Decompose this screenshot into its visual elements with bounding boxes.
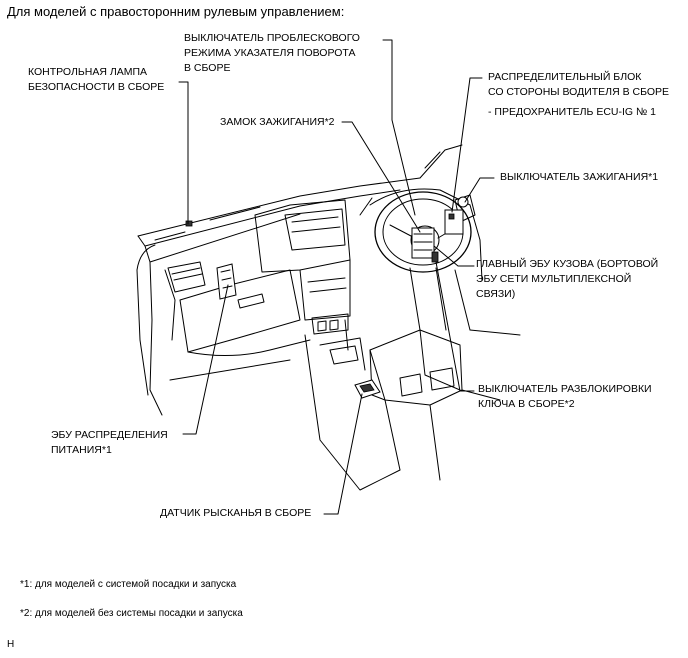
- unlock-switch-label: ВЫКЛЮЧАТЕЛЬ РАЗБЛОКИРОВКИ КЛЮЧА В СБОРЕ*…: [478, 383, 652, 410]
- main-body-ecu-label: ГЛАВНЫЙ ЭБУ КУЗОВА (БОРТОВОЙ ЭБУ СЕТИ МУ…: [476, 258, 659, 300]
- ignition-lock-label: ЗАМОК ЗАЖИГАНИЯ*2: [220, 116, 335, 128]
- hazard-switch-label: ВЫКЛЮЧАТЕЛЬ ПРОБЛЕСКОВОГО РЕЖИМА УКАЗАТЕ…: [184, 32, 360, 74]
- footnote-2: *2: для моделей без системы посадки и за…: [20, 608, 243, 619]
- leader-power-ecu: [182, 284, 229, 435]
- security-lamp-label: КОНТРОЛЬНАЯ ЛАМПА БЕЗОПАСНОСТИ В СБОРЕ: [28, 66, 165, 93]
- ignition-switch-label: ВЫКЛЮЧАТЕЛЬ ЗАЖИГАНИЯ*1: [500, 171, 659, 183]
- security-lamp-part: [185, 220, 193, 227]
- leader-security-lamp: [178, 81, 189, 225]
- leader-unlock-switch: [435, 261, 475, 392]
- power-ecu-label: ЭБУ РАСПРЕДЕЛЕНИЯ ПИТАНИЯ*1: [51, 429, 168, 456]
- yaw-sensor-label: ДАТЧИК РЫСКАНЬЯ В СБОРЕ: [160, 507, 312, 519]
- fuse-label: - ПРЕДОХРАНИТЕЛЬ ECU-IG № 1: [488, 106, 657, 118]
- leader-junction-block: [451, 77, 483, 213]
- figure-code: H: [7, 639, 15, 650]
- leader-hazard-switch: [382, 39, 416, 216]
- page-title: Для моделей с правосторонним рулевым упр…: [7, 4, 345, 19]
- leader-main-body-ecu: [433, 245, 475, 267]
- leader-ignition-lock: [341, 121, 421, 233]
- junction-block-label: РАСПРЕДЕЛИТЕЛЬНЫЙ БЛОК СО СТОРОНЫ ВОДИТЕ…: [488, 71, 670, 98]
- leader-ignition-switch: [464, 177, 495, 203]
- footnote-1: *1: для моделей с системой посадки и зап…: [20, 579, 237, 590]
- leader-yaw-sensor: [323, 393, 363, 515]
